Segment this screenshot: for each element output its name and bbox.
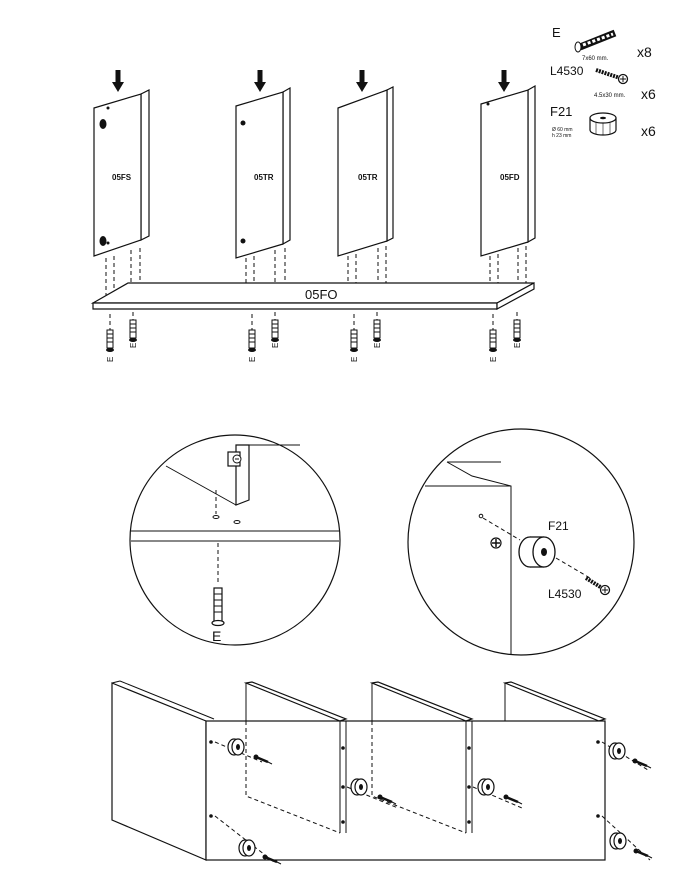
detail-dowel-circle: E	[129, 434, 341, 646]
dowel-screw-icon	[211, 587, 225, 627]
foot-icon	[589, 112, 617, 136]
dowel-labels: E E E E E E E E	[106, 343, 522, 362]
fastener-label: E	[106, 357, 115, 362]
foot-icon	[608, 742, 626, 760]
screw-label: L4530	[548, 587, 582, 601]
feet-row	[214, 738, 654, 866]
legend-code-e: E	[552, 25, 561, 40]
panel-label: 05TR	[358, 173, 378, 182]
fastener-label: E	[513, 343, 522, 348]
foot-icon	[238, 839, 256, 857]
panel-05fd: 05FD	[480, 84, 536, 257]
screw-icon	[584, 576, 611, 596]
legend-size-l4530: 4.5x30 mm.	[594, 93, 626, 99]
screw-icon	[595, 68, 629, 85]
fastener-label: E	[350, 357, 359, 362]
down-arrow-icon	[254, 70, 266, 92]
foot-icon	[350, 778, 368, 796]
screw-icon	[631, 757, 653, 770]
legend-code-f21: F21	[550, 104, 572, 119]
legend-size-f21-height: h 23 mm	[552, 133, 571, 139]
dowel-screw-icon	[574, 29, 617, 53]
foot-label: F21	[548, 519, 569, 533]
foot-icon	[609, 832, 627, 850]
panel-05tr-left: 05TR	[235, 86, 291, 259]
parts-legend: E 7x60 mm. x8 L4530 4.5x30 mm. x6 F21 Ø …	[550, 25, 656, 139]
down-arrow-icon	[356, 70, 368, 92]
base-panel-05fo: 05FO	[90, 281, 535, 311]
legend-qty-e: x8	[637, 44, 652, 60]
legend-size-f21-diameter: Ø 60 mm	[552, 127, 573, 133]
step1-exploded-view: 05FS 05TR 05TR 05FD	[90, 70, 536, 362]
fastener-label: E	[129, 343, 138, 348]
fastener-label: E	[489, 357, 498, 362]
detail-foot-circle: F21 L4530	[407, 428, 635, 656]
cam-fitting-icon	[227, 451, 242, 467]
legend-qty-l4530: x6	[641, 86, 656, 102]
dowel-screw-icon	[372, 319, 382, 343]
dowel-screw-icon	[247, 329, 257, 353]
panel-label: 05FD	[500, 173, 520, 182]
legend-code-l4530: L4530	[550, 64, 584, 78]
dowel-screw-icon	[270, 319, 280, 343]
base-label: 05FO	[305, 287, 338, 302]
panel-05fs: 05FS	[93, 89, 150, 257]
legend-size-e: 7x60 mm.	[582, 56, 609, 62]
panel-label: 05TR	[254, 173, 274, 182]
fixing-points	[209, 740, 600, 824]
foot-icon	[227, 738, 245, 756]
dowel-screw-icon	[512, 319, 522, 343]
foot-icon	[518, 536, 556, 568]
dowel-screw-icon	[488, 329, 498, 353]
panel-label: 05FS	[112, 173, 132, 182]
step-feet-assembly	[111, 680, 654, 866]
fastener-label: E	[271, 343, 280, 348]
down-arrow-icon	[498, 70, 510, 92]
panel-05tr-right: 05TR	[337, 86, 394, 257]
foot-icon	[477, 778, 495, 796]
fastener-label: E	[373, 343, 382, 348]
dowel-screws-row	[105, 319, 522, 353]
legend-qty-f21: x6	[641, 123, 656, 139]
fastener-label: E	[212, 628, 221, 644]
fastener-label: E	[248, 357, 257, 362]
down-arrow-icon	[112, 70, 124, 92]
alignment-guides	[105, 246, 527, 330]
dowel-screw-icon	[128, 319, 138, 343]
screw-icon	[632, 847, 654, 860]
dowel-screw-icon	[105, 329, 115, 353]
dowel-screw-icon	[349, 329, 359, 353]
divider-projections	[245, 721, 473, 834]
